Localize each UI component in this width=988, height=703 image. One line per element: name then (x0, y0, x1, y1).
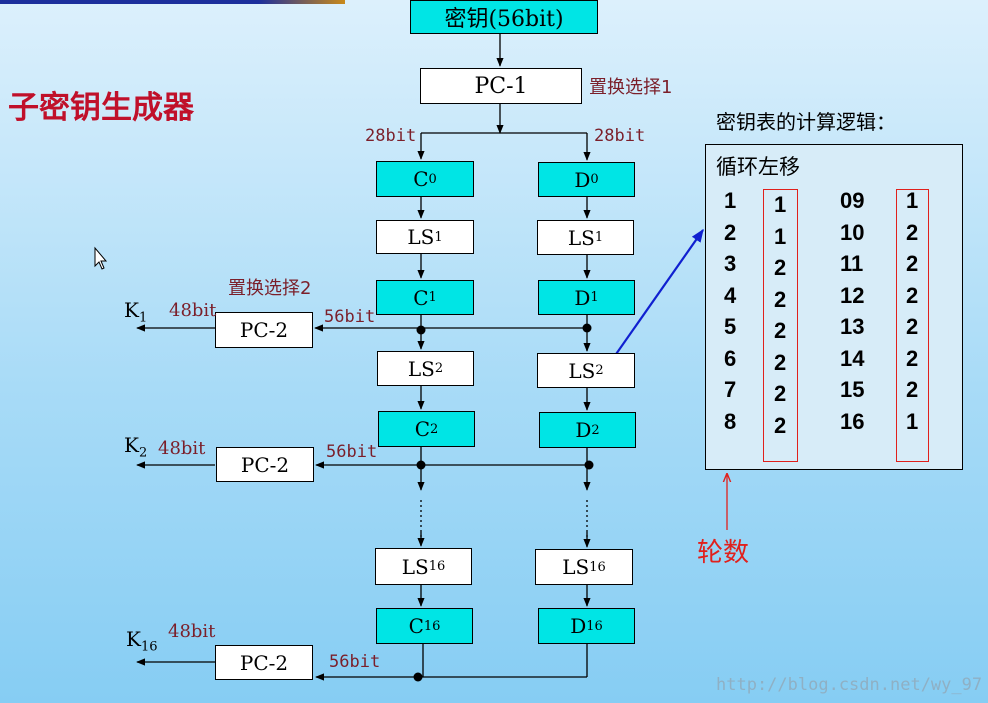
pc1-note: 置换选择1 (589, 77, 673, 98)
mouse-cursor-icon (94, 246, 108, 270)
pc2-box-2: PC-2 (216, 447, 314, 482)
round-number: 13 (840, 314, 865, 339)
pc1-box: PC-1 (420, 68, 582, 104)
bits-56-k1: 56bit (324, 307, 376, 327)
shifts-left-box (763, 189, 798, 462)
shift-value: 1 (906, 408, 919, 434)
pc2-box-16: PC-2 (215, 645, 313, 680)
shift-value: 2 (774, 255, 787, 280)
shifts-left-column: 1 1 2 2 2 2 2 2 (774, 189, 786, 441)
shifts-right-column: 1 2 2 2 2 2 2 1 (906, 185, 918, 437)
k16-label: K16 (126, 627, 158, 655)
shift-value: 2 (906, 314, 919, 339)
top-accent-bar (0, 0, 345, 4)
page-title: 子密钥生成器 (8, 90, 194, 126)
round-number: 15 (840, 377, 865, 402)
shift-value: 2 (774, 318, 787, 343)
shift-table: 循环左移 1 2 3 4 5 6 7 8 1 1 2 2 2 2 2 2 09 … (705, 144, 963, 470)
rounds-right-column: 09 10 11 12 13 14 15 16 (840, 185, 864, 437)
shift-value: 2 (774, 349, 787, 375)
table-heading: 密钥表的计算逻辑： (716, 110, 896, 134)
round-number: 6 (724, 345, 737, 371)
key-box: 密钥(56bit) (410, 0, 598, 34)
shift-value: 1 (906, 188, 919, 213)
pc2-box-1: PC-2 (215, 312, 313, 348)
k2-label: K2 (124, 433, 148, 461)
shifts-right-box (896, 189, 929, 462)
bits-48-k2: 48bit (158, 438, 206, 459)
bits-48-k1: 48bit (169, 300, 217, 321)
bits-48-k16: 48bit (168, 621, 216, 642)
round-number: 11 (840, 251, 864, 276)
round-number: 3 (724, 251, 737, 276)
round-number: 7 (724, 377, 737, 402)
rounds-left-column: 1 2 3 4 5 6 7 8 (724, 185, 736, 437)
shift-value: 1 (774, 192, 787, 217)
shift-value: 1 (774, 223, 787, 249)
pointer-arrow (599, 228, 704, 379)
round-number: 1 (724, 188, 737, 213)
round-number: 14 (840, 345, 865, 371)
pc2-note: 置换选择2 (228, 278, 312, 299)
shift-value: 2 (906, 345, 919, 371)
shift-value: 2 (906, 282, 919, 308)
k1-label: K1 (124, 298, 148, 326)
shift-value: 2 (906, 219, 919, 245)
round-number: 16 (840, 408, 865, 434)
bits-56-k16: 56bit (329, 652, 381, 672)
bits-56-k2: 56bit (326, 442, 378, 462)
shift-value: 2 (774, 412, 787, 438)
shift-value: 2 (906, 377, 919, 402)
table-subheading: 循环左移 (716, 155, 800, 179)
shift-value: 2 (774, 286, 787, 312)
round-number: 09 (840, 188, 865, 213)
bits-28-left: 28bit (365, 126, 417, 146)
round-number: 2 (724, 219, 737, 245)
shift-value: 2 (906, 251, 919, 276)
shift-value: 2 (774, 381, 787, 406)
round-number: 8 (724, 408, 737, 434)
round-number: 4 (724, 282, 737, 308)
round-number: 12 (840, 282, 865, 308)
bits-28-right: 28bit (594, 126, 646, 146)
watermark: http://blog.csdn.net/wy_97 (716, 675, 983, 695)
round-number: 10 (840, 219, 865, 245)
round-number: 5 (724, 314, 737, 339)
rounds-label: 轮数 (697, 538, 750, 568)
